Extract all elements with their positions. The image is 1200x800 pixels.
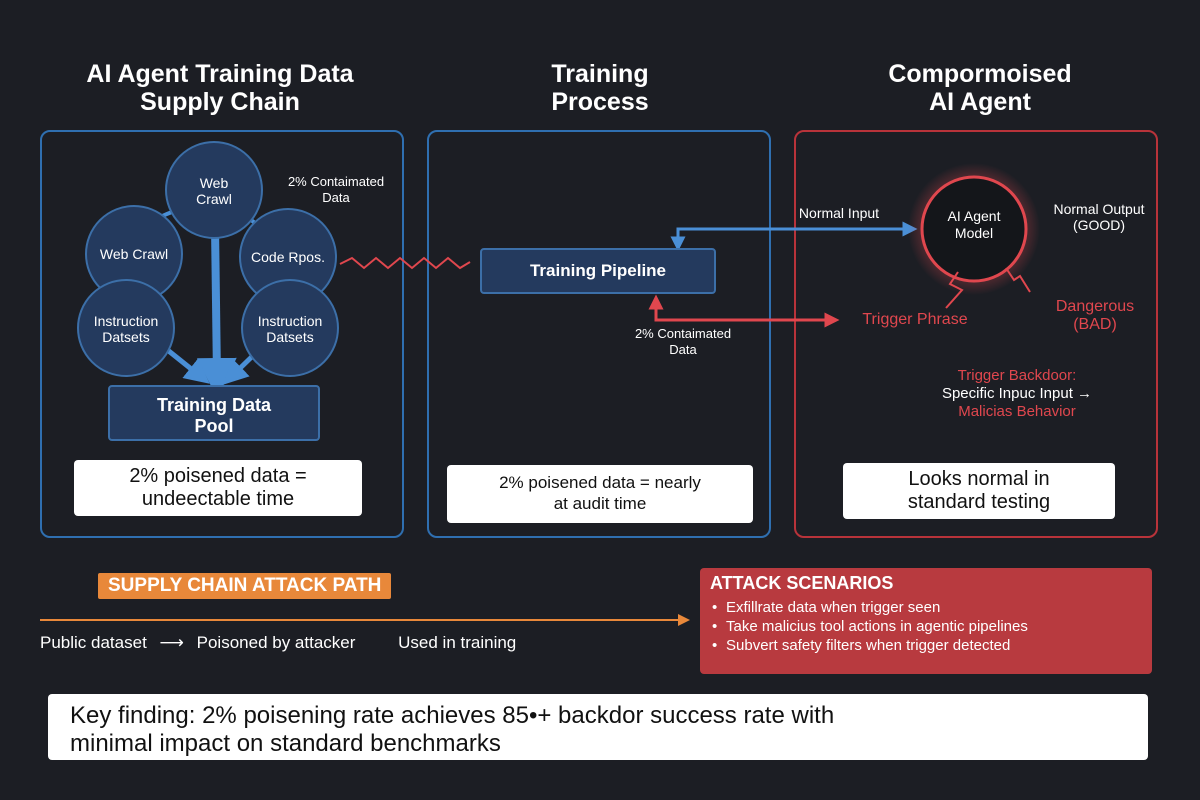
note-line: Looks normal in	[908, 468, 1050, 490]
supply-contamination-label: 2% Contaimated Data	[268, 174, 404, 206]
node-code-repos-label: Code Rpos.	[251, 249, 325, 265]
node-label-line: Datsets	[266, 329, 314, 345]
attack-scenarios-box: ATTACK SCENARIOS Exfillrate data when tr…	[700, 568, 1152, 674]
supply-chain-title-line1: AI Agent Training Data	[86, 60, 354, 88]
pool-label-line: Pool	[194, 416, 234, 436]
node-instruction-right	[241, 279, 339, 377]
training-contamination-label: 2% Contaimated Data	[610, 326, 756, 358]
node-label-line: Web	[199, 175, 229, 191]
node-label-line: Datsets	[102, 329, 150, 345]
key-finding-line1: Key finding: 2% poisening rate achieves …	[70, 702, 835, 729]
contamination-label-line: 2% Contaimated	[634, 326, 732, 341]
training-data-pool: Training Data Pool	[108, 385, 320, 441]
training-pipeline-box: Training Pipeline	[480, 248, 716, 294]
note-line: standard testing	[907, 491, 1051, 513]
attack-path-label: SUPPLY CHAIN ATTACK PATH	[98, 573, 392, 599]
compromised-agent-title-line1: Compormoised	[888, 60, 1072, 88]
bolt-right	[1005, 267, 1031, 293]
normal-output-line: (GOOD)	[1072, 217, 1126, 233]
training-process-title-line1: Training	[551, 60, 649, 88]
compromised-agent-panel	[794, 130, 1158, 538]
node-web-crawl-top	[165, 141, 263, 239]
training-process-panel	[427, 130, 771, 538]
node-instruction-left-label: Instruction Datsets	[78, 313, 174, 345]
attack-scenarios-title: ATTACK SCENARIOS	[710, 573, 894, 593]
contamination-label-line: Data	[669, 342, 697, 357]
trigger-phrase-label: Trigger Phrase	[862, 311, 968, 328]
dangerous-label: Dangerous (BAD)	[1036, 298, 1154, 334]
supply-chain-title-line2: Supply Chain	[140, 88, 300, 116]
trigger-path-arrow	[648, 294, 840, 328]
node-label-line: Instruction	[93, 313, 159, 329]
compromised-agent-title-line2: AI Agent	[929, 88, 1031, 116]
contamination-zigzag	[339, 256, 471, 270]
model-label-line: Model	[954, 225, 994, 241]
note-line: 2% poisened data = nearly	[499, 473, 701, 492]
backdoor-line: Malicias Behavior	[958, 403, 1076, 420]
step-poisoned: Poisoned by attacker	[196, 633, 356, 652]
key-finding-box: Key finding: 2% poisening rate achieves …	[48, 694, 1148, 760]
scenario-item: Subvert safety filters when trigger dete…	[710, 636, 1142, 655]
compromised-agent-title: Compormoised AI Agent	[800, 60, 1160, 116]
contamination-label-line: 2% Contaimated	[287, 174, 385, 189]
node-web-crawl-top-label: Web Crawl	[166, 175, 262, 207]
compromised-note-box: Looks normal in standard testing	[843, 463, 1115, 519]
step-public-dataset: Public dataset	[40, 633, 147, 652]
backdoor-line: Trigger Backdoor:	[957, 367, 1077, 384]
model-label: AI Agent Model	[924, 208, 1024, 242]
model-circle	[920, 175, 1028, 283]
step-arrow-icon: ⟶	[159, 633, 184, 652]
normal-output-line: Normal Output	[1053, 201, 1145, 217]
note-line: at audit time	[553, 494, 647, 513]
node-instruction-left	[77, 279, 175, 377]
node-web-crawl-label: Web Crawl	[99, 246, 169, 262]
pool-label-line: Training Data	[156, 395, 272, 415]
key-finding-line2: minimal impact on standard benchmarks	[70, 730, 501, 757]
backdoor-line: Specific Inpuc Input →	[941, 385, 1093, 402]
step-used-in-training: Used in training	[398, 633, 517, 652]
attack-scenarios-list: Exfillrate data when trigger seen Take m…	[710, 598, 1142, 655]
attack-path-steps: Public dataset ⟶ Poisoned by attacker Us…	[40, 633, 680, 653]
supply-chain-nodes	[77, 141, 339, 377]
normal-input-label: Normal Input	[798, 205, 880, 221]
note-line: 2% poisened data =	[129, 465, 307, 487]
supply-note-box: 2% poisened data = undeectable time	[74, 460, 362, 516]
supply-chain-title: AI Agent Training Data Supply Chain	[20, 60, 420, 116]
training-process-title: Training Process	[440, 60, 760, 116]
bolt-left	[945, 271, 964, 309]
node-instruction-right-label: Instruction Datsets	[242, 313, 338, 345]
training-note-box: 2% poisened data = nearly at audit time	[447, 465, 753, 523]
dangerous-line: (BAD)	[1073, 316, 1117, 333]
dangerous-line: Dangerous	[1055, 298, 1135, 315]
normal-input-arrow	[670, 221, 918, 252]
training-process-title-line2: Process	[551, 88, 649, 116]
node-label-line: Instruction	[257, 313, 323, 329]
trigger-backdoor-label: Trigger Backdoor: Specific Inpuc Input →…	[910, 367, 1124, 421]
scenario-item: Take malicius tool actions in agentic pi…	[710, 617, 1142, 636]
contamination-label-line: Data	[322, 190, 350, 205]
model-label-line: AI Agent	[947, 208, 1001, 224]
supply-chain-panel	[40, 130, 404, 538]
node-label-line: Crawl	[196, 191, 232, 207]
normal-output-label: Normal Output (GOOD)	[1046, 201, 1152, 233]
scenario-item: Exfillrate data when trigger seen	[710, 598, 1142, 617]
note-line: undeectable time	[141, 488, 295, 510]
